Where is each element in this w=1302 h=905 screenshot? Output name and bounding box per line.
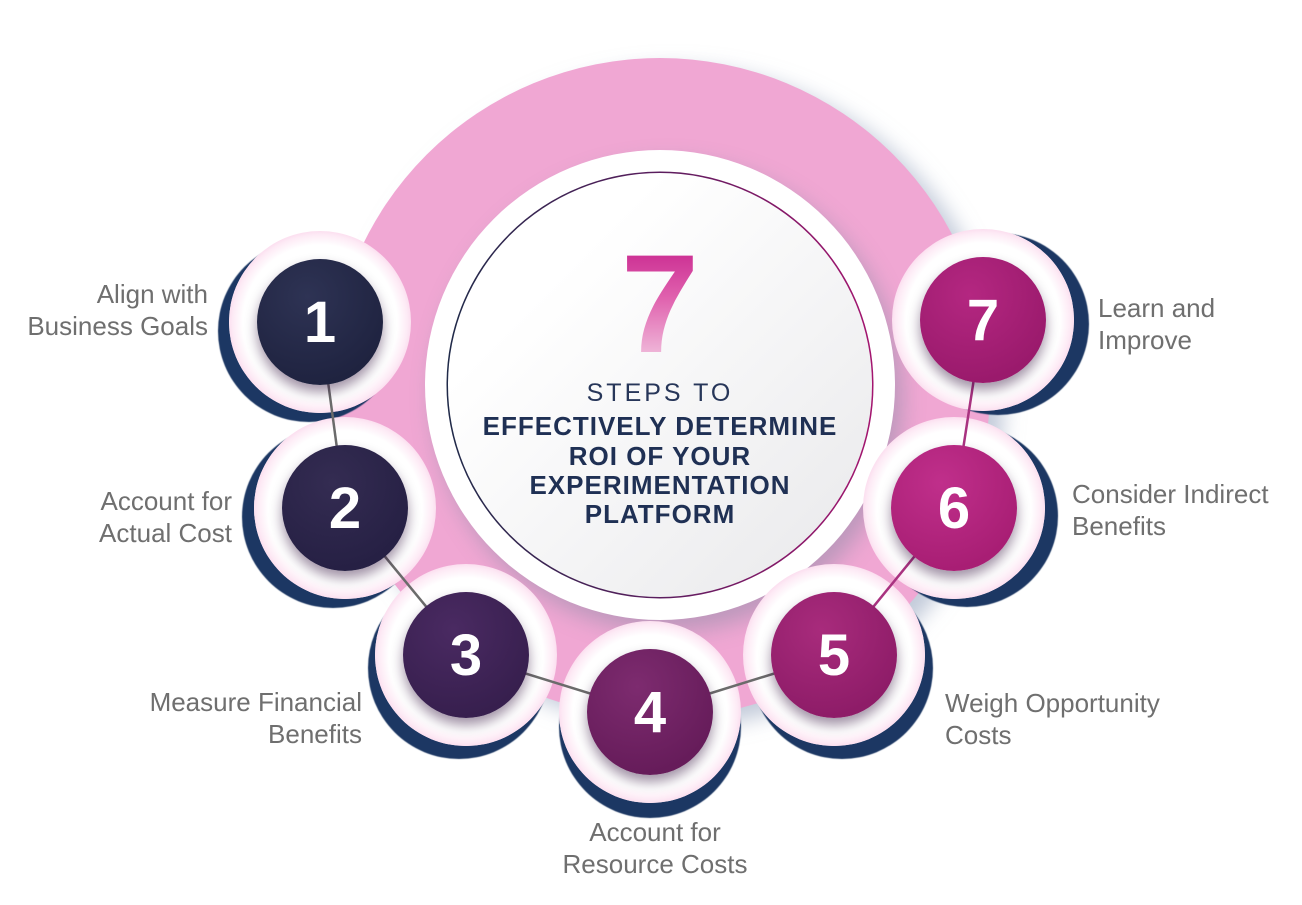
step-4-label: Account for Resource Costs — [530, 817, 780, 880]
step-4-label-line: Resource Costs — [562, 848, 748, 879]
step-5-circle: 5 — [771, 592, 897, 718]
center-title-line: EXPERIMENTATION — [529, 469, 791, 500]
step-2-label-line: Account for — [100, 486, 232, 516]
step-1-circle: 1 — [257, 259, 383, 385]
step-5-label-line: Weigh Opportunity — [945, 688, 1160, 718]
step-6-label: Consider Indirect Benefits — [1072, 479, 1302, 542]
step-3-label: Measure Financial Benefits — [112, 687, 362, 750]
step-3-label-line: Measure Financial — [149, 687, 362, 717]
step-3-label-line: Benefits — [268, 718, 362, 749]
center-badge: 7 STEPS TO EFFECTIVELY DETERMINE ROI OF … — [448, 173, 872, 597]
step-7-label: Learn and Improve — [1098, 293, 1298, 356]
step-6-number: 6 — [937, 475, 971, 541]
step-6-label-line: Consider Indirect — [1072, 479, 1269, 509]
step-1-label-line: Business Goals — [27, 310, 208, 341]
step-3-number: 3 — [449, 622, 483, 688]
step-7-label-line: Learn and — [1098, 293, 1216, 323]
step-1-label: Align with Business Goals — [18, 279, 208, 342]
step-2-circle: 2 — [282, 445, 408, 571]
center-title: EFFECTIVELY DETERMINE ROI OF YOUR EXPERI… — [482, 411, 838, 530]
big-number: 7 — [621, 225, 699, 383]
step-6-circle: 6 — [891, 445, 1017, 571]
center-title-line: PLATFORM — [584, 499, 736, 530]
center-inner-circle — [448, 173, 872, 597]
step-4-number: 4 — [633, 679, 667, 745]
step-4-circle: 4 — [587, 649, 713, 775]
step-5-label: Weigh Opportunity Costs — [945, 688, 1205, 751]
step-1-label-line: Align with — [96, 279, 208, 309]
step-7-circle: 7 — [920, 257, 1046, 383]
step-4-label-line: Account for — [589, 817, 721, 847]
center-title-line: EFFECTIVELY DETERMINE — [482, 411, 838, 442]
step-6-label-line: Benefits — [1072, 510, 1166, 541]
step-2-label-line: Actual Cost — [99, 517, 232, 548]
step-1-number: 1 — [303, 289, 337, 355]
step-3-circle: 3 — [403, 592, 529, 718]
step-7-label-line: Improve — [1098, 324, 1192, 355]
step-2-number: 2 — [328, 475, 362, 541]
step-7-number: 7 — [966, 287, 1000, 353]
center-title-line: ROI OF YOUR — [568, 440, 752, 471]
step-5-label-line: Costs — [945, 719, 1012, 750]
step-2-label: Account for Actual Cost — [32, 486, 232, 549]
step-5-number: 5 — [817, 622, 851, 688]
center-subtitle: STEPS TO — [586, 379, 734, 408]
